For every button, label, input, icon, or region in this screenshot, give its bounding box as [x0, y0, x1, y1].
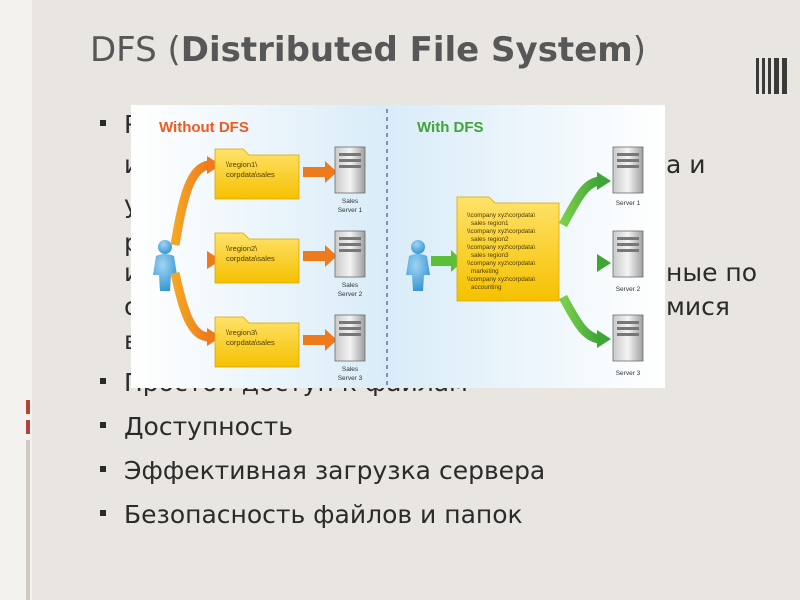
server-icon: Server 3	[612, 314, 644, 377]
svg-text:Server 3: Server 3	[616, 370, 641, 377]
without-dfs-heading: Without DFS	[159, 119, 249, 136]
svg-text:\\region3\: \\region3\	[226, 328, 258, 337]
border-accent	[26, 440, 30, 600]
bullet-item: Безопасность файлов и папок	[100, 500, 523, 529]
svg-text:corpdata\sales: corpdata\sales	[226, 170, 275, 179]
svg-text:Server 3: Server 3	[338, 375, 363, 382]
svg-text:sales region2: sales region2	[471, 236, 509, 243]
folder-icon: \\region2\ corpdata\sales	[214, 232, 300, 284]
svg-text:\\company xyz\corpdata\: \\company xyz\corpdata\	[467, 260, 535, 267]
border-accent	[26, 420, 30, 434]
svg-text:Server 2: Server 2	[616, 286, 641, 293]
svg-text:Sales: Sales	[342, 198, 359, 205]
svg-text:Server 2: Server 2	[338, 291, 363, 298]
bullet-item: Эффективная загрузка сервера	[100, 456, 545, 485]
svg-text:marketing: marketing	[471, 268, 499, 275]
svg-text:sales region1: sales region1	[471, 220, 509, 227]
svg-text:corpdata\sales: corpdata\sales	[226, 338, 275, 347]
occluded-bullet-text: ные по	[666, 258, 758, 287]
occluded-bullet-text: а и	[666, 150, 706, 179]
folder-icon: \\region3\ corpdata\sales	[214, 316, 300, 368]
svg-text:Server 1: Server 1	[616, 200, 641, 207]
svg-text:corpdata\sales: corpdata\sales	[226, 254, 275, 263]
svg-text:\\company xyz\corpdata\: \\company xyz\corpdata\	[467, 228, 535, 235]
server-icon: Sales Server 3	[334, 314, 366, 382]
folder-icon: \\company xyz\corpdata\ sales region1 \\…	[456, 196, 560, 302]
svg-text:\\company xyz\corpdata\: \\company xyz\corpdata\	[467, 244, 535, 251]
user-icon	[153, 240, 177, 291]
svg-text:\\region2\: \\region2\	[226, 244, 258, 253]
svg-text:\\region1\: \\region1\	[226, 160, 258, 169]
dfs-diagram: Without DFS With DFS \\region1\ corpdata…	[131, 105, 665, 388]
server-icon: Sales Server 2	[334, 230, 366, 298]
bullet-item: Доступность	[100, 412, 293, 441]
svg-text:sales region3: sales region3	[471, 252, 509, 259]
svg-text:Sales: Sales	[342, 366, 359, 373]
server-icon: Server 1	[612, 146, 644, 207]
svg-text:\\company xyz\corpdata\: \\company xyz\corpdata\	[467, 212, 535, 219]
user-icon	[406, 240, 430, 291]
svg-text:accounting: accounting	[471, 284, 502, 291]
decorative-stripes	[756, 58, 800, 94]
server-icon: Server 2	[612, 230, 644, 293]
svg-text:Server 1: Server 1	[338, 207, 363, 214]
server-icon: Sales Server 1	[334, 146, 366, 214]
svg-text:\\company xyz\corpdata\: \\company xyz\corpdata\	[467, 276, 535, 283]
border-accent	[26, 400, 30, 414]
slide-title: DFS (Distributed File System)	[90, 30, 646, 70]
svg-text:Sales: Sales	[342, 282, 359, 289]
folder-icon: \\region1\ corpdata\sales	[214, 148, 300, 200]
occluded-bullet-text: мися	[666, 292, 730, 321]
with-dfs-heading: With DFS	[417, 119, 484, 136]
